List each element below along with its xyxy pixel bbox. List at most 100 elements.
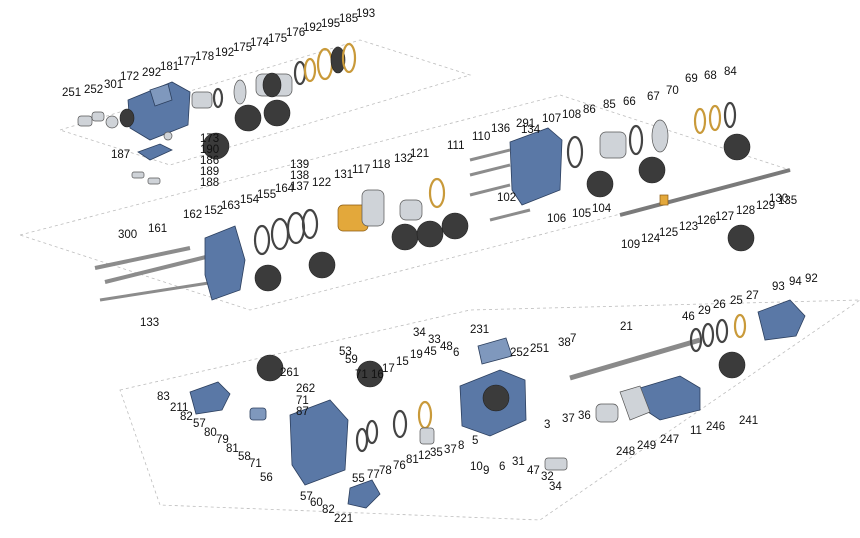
part-callout: 68	[704, 70, 717, 82]
part-callout: 123	[679, 221, 698, 233]
part-callout: 292	[142, 67, 161, 79]
part-callout: 67	[647, 91, 660, 103]
part-callout: 164	[275, 183, 295, 195]
detail-insets	[202, 99, 755, 412]
row1-parts	[77, 42, 357, 185]
part-callout: 37	[444, 444, 457, 456]
part-callout: 175	[233, 42, 252, 54]
part-callout: 107	[542, 113, 561, 125]
part-callout: 10	[470, 461, 483, 473]
part-callout: 85	[603, 99, 616, 111]
part-callout: 190	[200, 144, 219, 156]
part-callout: 26	[713, 299, 726, 311]
part-callout: 38	[558, 337, 571, 349]
part-callout: 161	[148, 223, 167, 235]
part-callout: 27	[746, 290, 759, 302]
part-callout: 77	[367, 469, 380, 481]
part-callout: 53	[339, 346, 352, 358]
part-callout: 133	[140, 317, 159, 329]
part-callout: 188	[200, 177, 219, 189]
part-callout: 102	[497, 192, 516, 204]
part-callout: 8	[458, 440, 464, 452]
part-callout: 137	[290, 181, 309, 193]
part-callout: 48	[440, 341, 453, 353]
part-callout: 108	[562, 109, 581, 121]
part-callout: 128	[736, 205, 755, 217]
part-callout: 126	[697, 215, 716, 227]
part-callout: 7	[570, 333, 576, 345]
part-callout: 78	[379, 465, 392, 477]
part-callout: 301	[104, 79, 123, 91]
part-callout: 163	[221, 200, 240, 212]
part-callout: 154	[240, 194, 260, 206]
part-callout: 69	[685, 73, 698, 85]
part-callout: 60	[310, 497, 323, 509]
part-callout: 246	[706, 421, 725, 433]
part-callout: 84	[724, 66, 737, 78]
part-callout: 187	[111, 149, 130, 161]
part-callout: 109	[621, 239, 640, 251]
part-callout: 34	[413, 327, 426, 339]
part-callout: 127	[715, 211, 734, 223]
part-callout: 122	[312, 177, 331, 189]
part-callout: 118	[372, 159, 390, 171]
part-callout: 17	[382, 363, 395, 375]
part-callout: 80	[204, 427, 217, 439]
part-callout: 177	[177, 56, 196, 68]
part-callout: 56	[260, 472, 273, 484]
part-callout: 25	[730, 295, 743, 307]
part-callout: 11	[690, 425, 702, 437]
part-callout: 162	[183, 209, 202, 221]
part-callout: 248	[616, 446, 635, 458]
part-callout: 83	[157, 391, 170, 403]
part-callout: 15	[396, 356, 409, 368]
part-callout: 192	[303, 22, 322, 34]
part-callout: 291	[516, 118, 535, 130]
part-callout: 16	[371, 369, 384, 381]
part-callout: 131	[334, 169, 353, 181]
part-callout: 37	[562, 413, 575, 425]
part-callout: 58	[238, 451, 251, 463]
part-callout: 211	[170, 402, 188, 414]
part-callout: 34	[549, 481, 562, 493]
part-callout: 261	[280, 367, 299, 379]
row3-parts	[189, 299, 806, 509]
part-callout: 82	[180, 411, 193, 423]
part-callout: 241	[739, 415, 758, 427]
part-callout: 195	[321, 18, 340, 30]
part-callout: 181	[160, 61, 179, 73]
part-callout: 6	[453, 347, 459, 359]
part-callout: 110	[472, 131, 490, 143]
part-callout: 155	[257, 189, 276, 201]
part-callout: 249	[637, 440, 656, 452]
part-callout: 57	[300, 491, 313, 503]
part-callout: 79	[216, 434, 229, 446]
part-callout: 105	[572, 208, 591, 220]
row2-parts	[94, 101, 791, 302]
part-callout: 81	[226, 443, 239, 455]
part-callout: 125	[659, 227, 678, 239]
part-callout: 172	[120, 71, 139, 83]
part-callout: 35	[430, 447, 443, 459]
part-callout: 31	[512, 456, 525, 468]
part-callout: 106	[547, 213, 566, 225]
part-callout: 300	[118, 229, 137, 241]
part-callout: 71	[249, 458, 262, 470]
part-callout: 176	[286, 27, 305, 39]
part-callout: 45	[424, 346, 437, 358]
part-callout: 47	[527, 465, 540, 477]
part-callout: 185	[339, 13, 358, 25]
part-callout: 139	[290, 159, 309, 171]
part-callout: 252	[84, 84, 103, 96]
part-callout: 5	[472, 435, 478, 447]
part-callout: 134	[521, 124, 541, 136]
part-callout: 186	[200, 155, 219, 167]
part-callout: 136	[491, 123, 510, 135]
part-callout: 70	[666, 85, 679, 97]
part-callout: 32	[541, 471, 554, 483]
part-callout: 135	[778, 195, 797, 207]
part-callout: 178	[195, 51, 214, 63]
part-callout: 173	[200, 133, 219, 145]
